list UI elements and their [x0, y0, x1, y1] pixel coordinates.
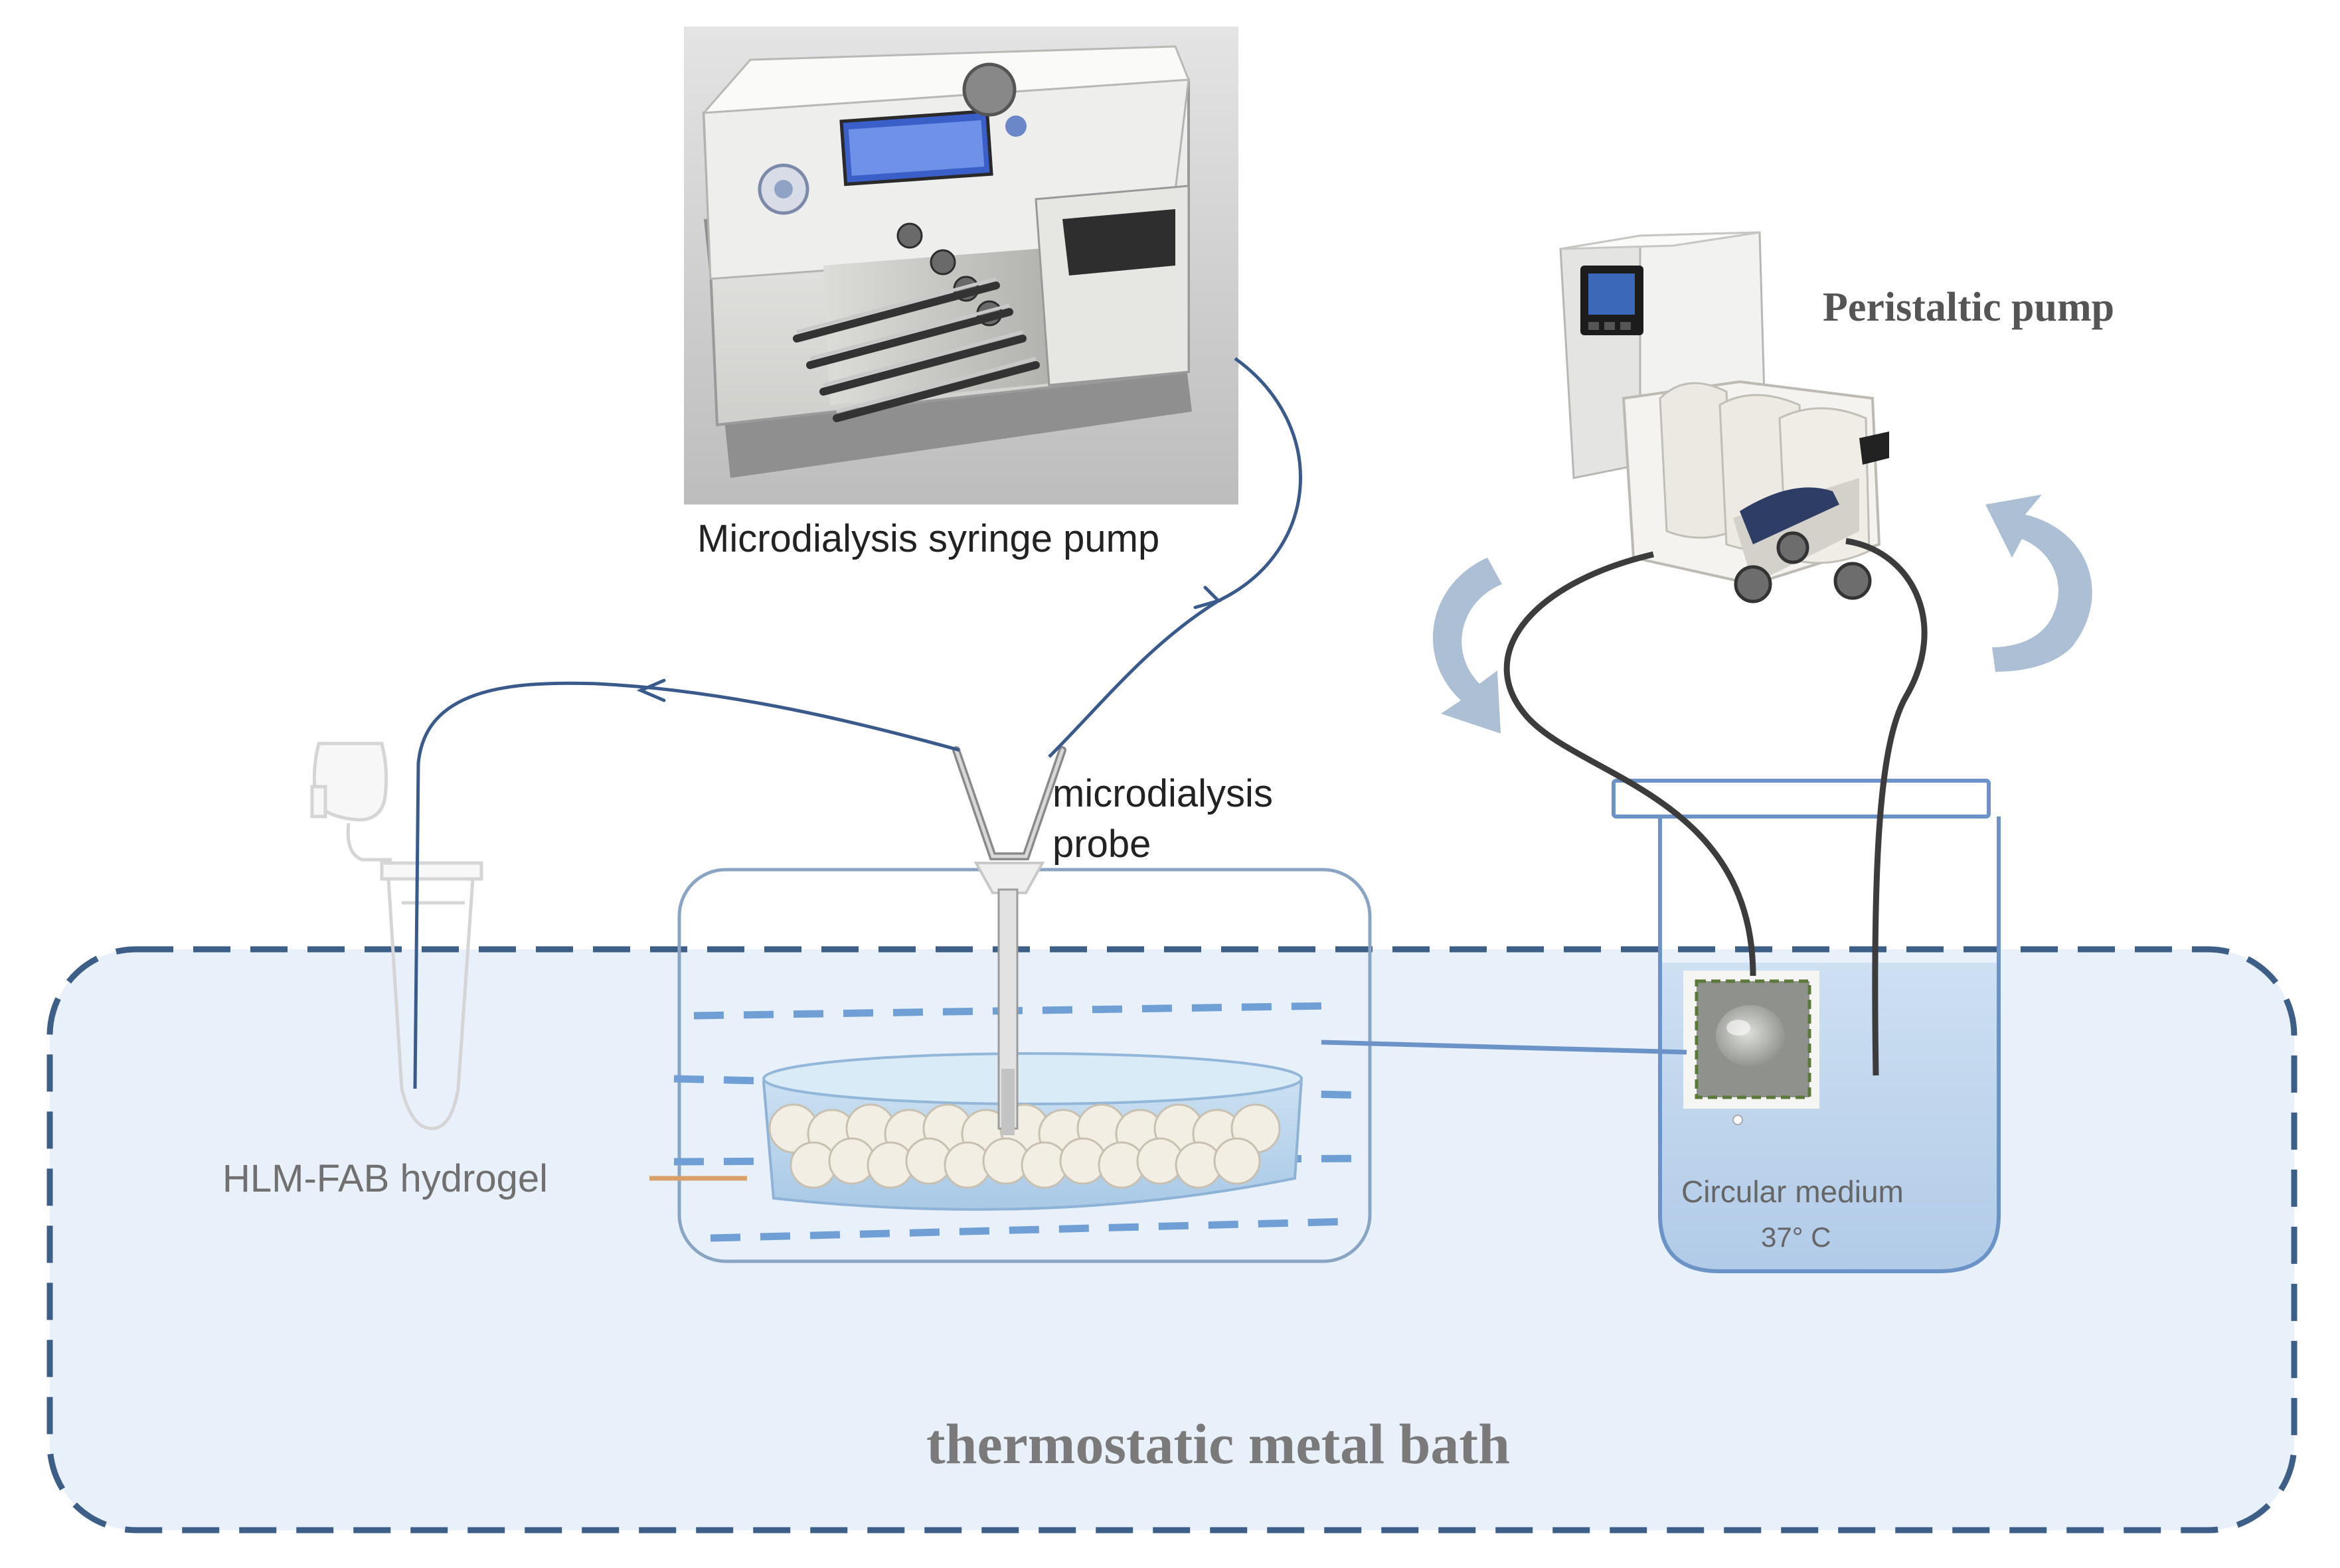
peristaltic-tube-outflow [1503, 551, 1756, 977]
hydrogel-slab [762, 1052, 1303, 1211]
hydrogel-label: HLM-FAB hydrogel [222, 1157, 548, 1200]
curved-arrow-icon [1432, 558, 1502, 734]
syringe-pump-device-icon [684, 27, 1238, 505]
hydrogel-bead [1213, 1137, 1261, 1185]
outflow-arrow-icon [636, 678, 666, 702]
inflow-arrow-icon [1193, 586, 1222, 609]
probe-label-line1: microdialysis [1052, 772, 1273, 815]
chamber-beaker-connector [1321, 1040, 1687, 1055]
curved-arrow-icon [1985, 495, 2092, 672]
medium-label-line1: Circular medium [1681, 1174, 1904, 1209]
medium-label-line2: 37° C [1761, 1221, 1831, 1253]
outflow-tubing [413, 681, 960, 1089]
microdialysis-probe [952, 746, 1066, 1135]
peristaltic-tube-return [1845, 538, 1928, 1076]
hydrogel-disc-icon [1683, 971, 1819, 1125]
inflow-tubing [1048, 356, 1302, 758]
bath-label: thermostatic metal bath [926, 1412, 1510, 1476]
probe-label-line2: probe [1052, 823, 1151, 866]
microcentrifuge-tube-icon [310, 742, 483, 1131]
syringe-pump-label: Microdialysis syringe pump [697, 517, 1160, 560]
peristaltic-pump-label: Peristaltic pump [1823, 285, 2115, 330]
peristaltic-pump-device-icon [1559, 231, 1889, 603]
